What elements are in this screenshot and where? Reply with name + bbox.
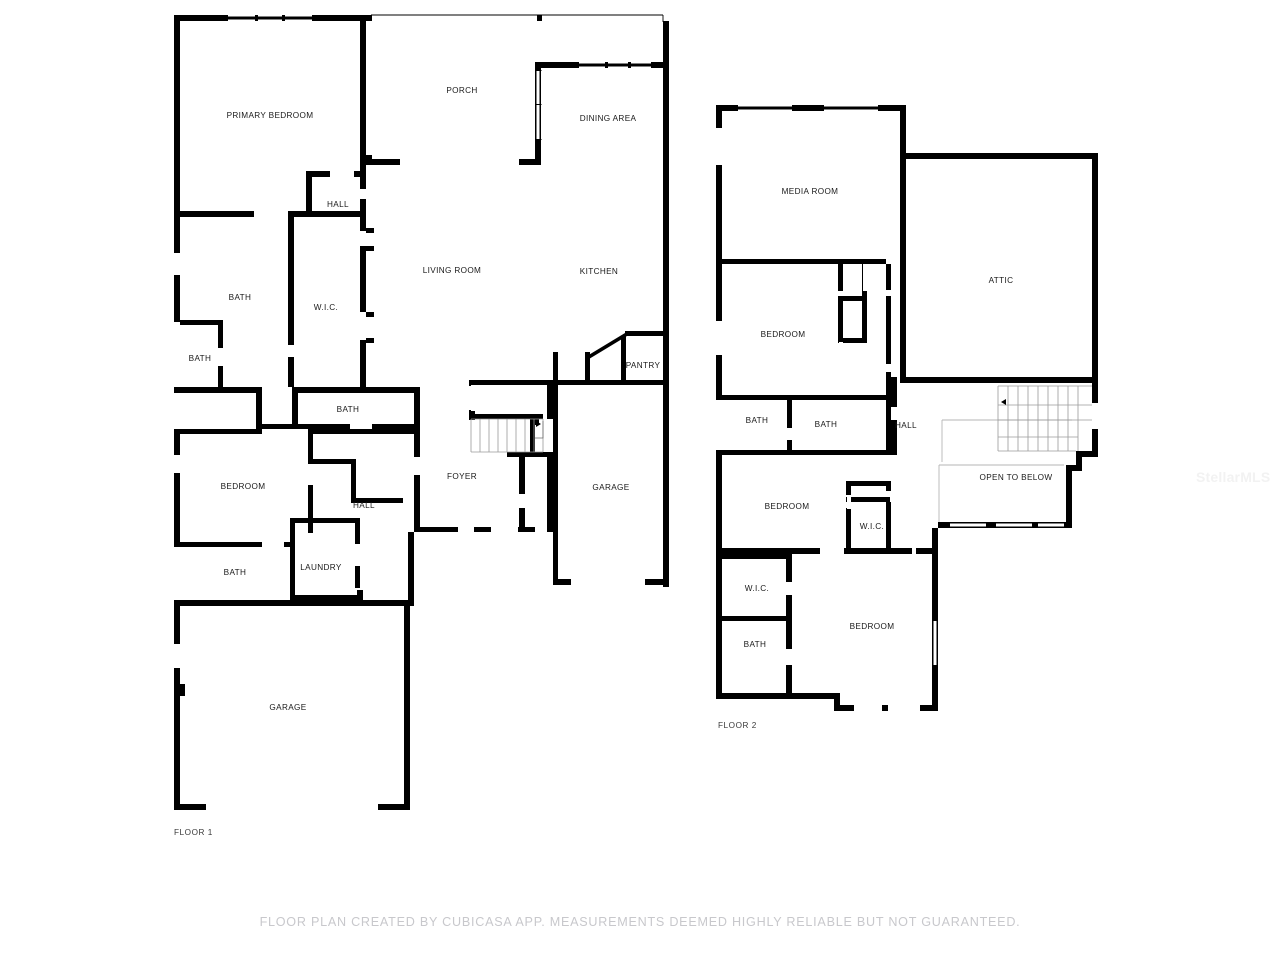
room-label-open-to-below: OPEN TO BELOW <box>980 473 1053 482</box>
floor-1-room-labels: PRIMARY BEDROOM PORCH DINING AREA HALL L… <box>189 86 661 712</box>
floor-plan-footer-note: FLOOR PLAN CREATED BY CUBICASA APP. MEAS… <box>259 915 1021 929</box>
room-label-bedroom-5: BEDROOM <box>850 622 895 631</box>
room-label-bath-5: BATH <box>744 640 767 649</box>
floor-1-stair-treads <box>470 418 544 453</box>
room-label-attic: ATTIC <box>989 276 1014 285</box>
floor-1-caption: FLOOR 1 <box>174 828 213 837</box>
floor-2-caption: FLOOR 2 <box>718 721 757 730</box>
room-label-foyer: FOYER <box>447 472 477 481</box>
room-label-pantry: PANTRY <box>626 361 661 370</box>
room-label-wic-5: W.I.C. <box>745 584 769 593</box>
room-label-living-room: LIVING ROOM <box>423 266 481 275</box>
room-label-bedroom-4: BEDROOM <box>765 502 810 511</box>
room-label-bath-lower: BATH <box>224 568 247 577</box>
room-label-porch: PORCH <box>446 86 477 95</box>
floor-2-walls <box>716 105 1098 711</box>
room-label-laundry: LAUNDRY <box>300 563 342 572</box>
room-label-bedroom-2: BEDROOM <box>221 482 266 491</box>
room-label-primary-bedroom: PRIMARY BEDROOM <box>227 111 314 120</box>
room-label-wic-primary: W.I.C. <box>314 303 338 312</box>
room-label-hall-upper: HALL <box>327 200 349 209</box>
room-label-dining-area: DINING AREA <box>580 114 637 123</box>
floor-2-stair-treads <box>997 385 1092 452</box>
room-label-bath-hall: BATH <box>337 405 360 414</box>
open-to-below-outline <box>938 419 1072 522</box>
floor-2-stair-direction-arrowhead <box>1001 399 1006 405</box>
room-label-hall-2: HALL <box>895 421 917 430</box>
room-label-media-room: MEDIA ROOM <box>782 187 839 196</box>
floor-1-thin-outline <box>371 14 664 66</box>
room-label-bedroom-3: BEDROOM <box>761 330 806 339</box>
room-label-bath-3b: BATH <box>815 420 838 429</box>
stellar-mls-watermark: StellarMLS <box>1196 469 1271 485</box>
room-label-garage-main: GARAGE <box>269 703 306 712</box>
floor-1-walls <box>174 15 669 810</box>
floor-1-group: PRIMARY BEDROOM PORCH DINING AREA HALL L… <box>174 14 669 837</box>
room-label-bath-primary: BATH <box>229 293 252 302</box>
floor-2-room-labels: MEDIA ROOM ATTIC BEDROOM BATH BATH HALL … <box>744 187 1053 649</box>
room-label-wic-4: W.I.C. <box>860 522 884 531</box>
room-label-bath-water-closet: BATH <box>189 354 212 363</box>
room-label-garage-front: GARAGE <box>592 483 629 492</box>
room-label-hall-lower: HALL <box>353 501 375 510</box>
room-label-bath-3a: BATH <box>746 416 769 425</box>
floor-1-stair-arrow <box>535 421 544 439</box>
room-label-kitchen: KITCHEN <box>580 267 618 276</box>
floor-2-group: MEDIA ROOM ATTIC BEDROOM BATH BATH HALL … <box>716 105 1098 730</box>
floor-1-stair-direction-arrowhead <box>536 421 541 427</box>
